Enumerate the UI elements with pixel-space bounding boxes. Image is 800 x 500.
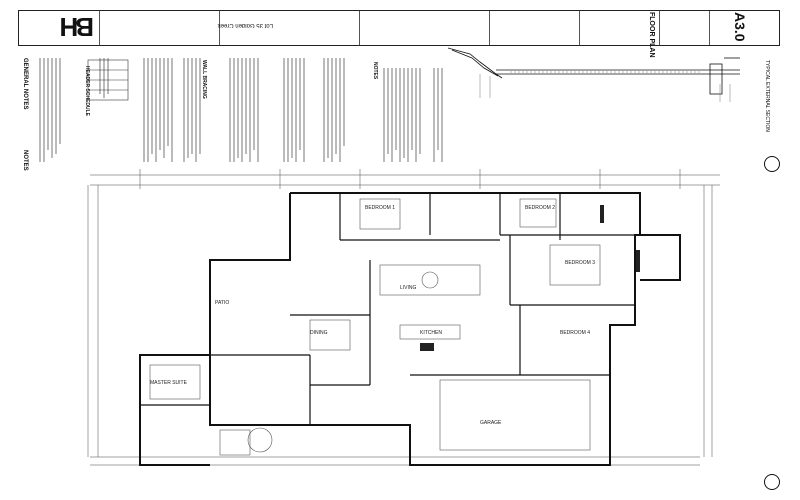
sheet-number: A3.0 — [732, 12, 748, 42]
notes-heading: NOTES — [22, 150, 28, 171]
title-block-divider — [709, 11, 710, 45]
room-label: GARAGE — [480, 420, 502, 426]
title-block-divider — [579, 11, 580, 45]
room-label: MASTER SUITE — [150, 380, 187, 386]
general-notes-heading: GENERAL NOTES — [22, 58, 28, 110]
room-label: LIVING — [400, 285, 417, 291]
room-label: BEDROOM 1 — [365, 205, 396, 211]
room-label: KITCHEN — [420, 330, 442, 336]
room-label: BEDROOM 2 — [525, 205, 556, 211]
section-marker-icon — [764, 156, 780, 172]
title-block — [18, 10, 780, 46]
wall-section-detail — [447, 47, 740, 102]
floor-plan — [87, 169, 720, 466]
room-label: BEDROOM 3 — [565, 260, 596, 266]
firm-logo: BH — [34, 12, 94, 42]
room-label: PATIO — [215, 300, 230, 306]
section-marker-icon — [764, 474, 780, 490]
room-label: DINING — [310, 330, 328, 336]
title-block-divider — [659, 11, 660, 45]
project-name: Lot 35 Golden Creek — [217, 22, 273, 28]
title-block-divider — [219, 11, 220, 45]
detail-label: TYPICAL EXTERNAL SECTION — [764, 60, 770, 132]
notes-text-block — [39, 58, 443, 162]
title-block-divider — [99, 11, 100, 45]
room-label: BEDROOM 4 — [560, 330, 591, 336]
title-block-divider — [359, 11, 360, 45]
title-block-divider — [489, 11, 490, 45]
